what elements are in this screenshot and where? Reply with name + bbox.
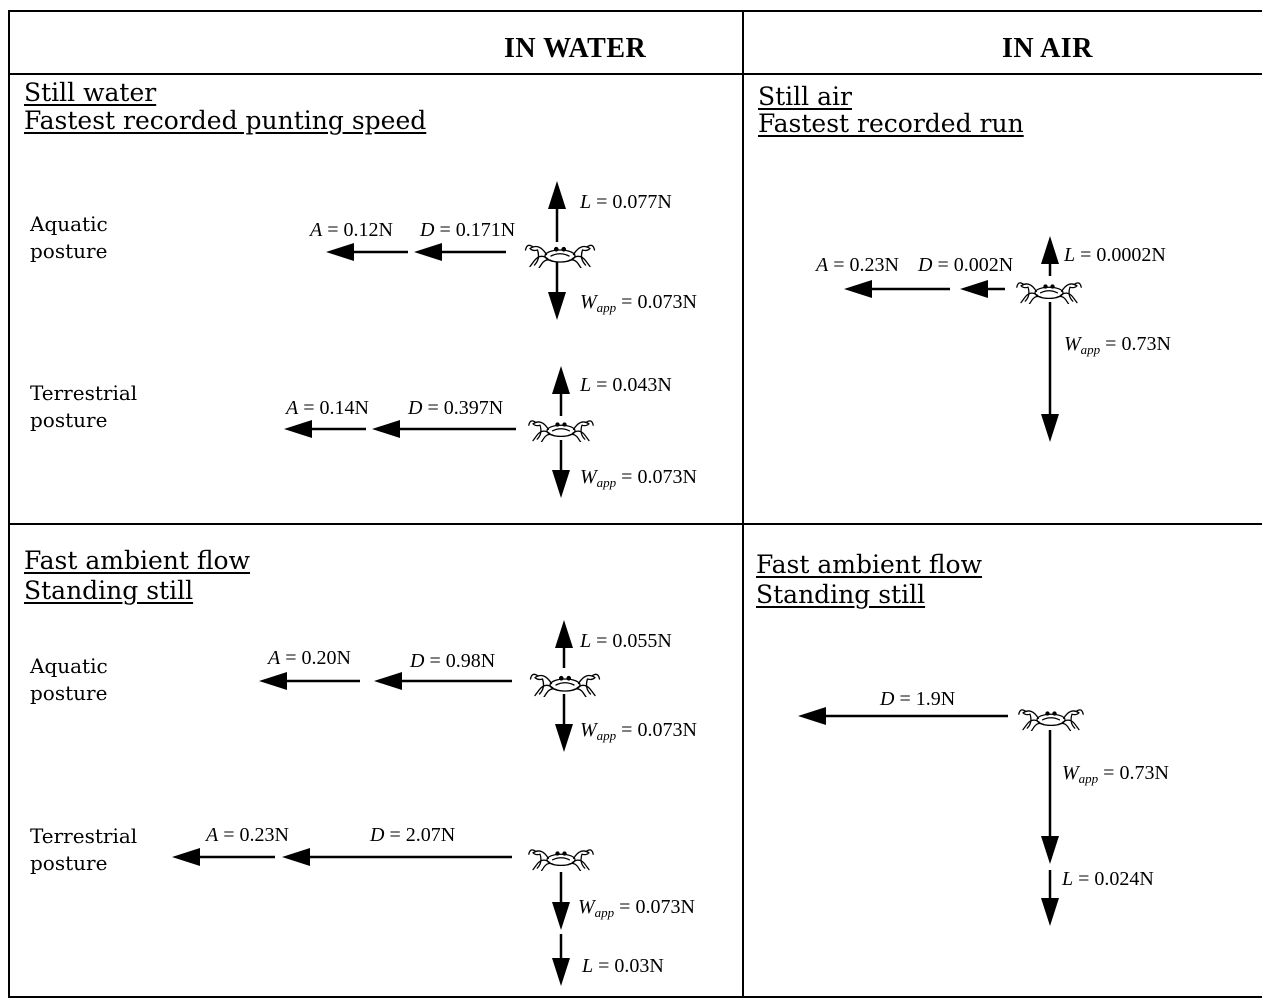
force-label-D: D = 0.171N [420, 219, 516, 241]
force-label-L: L = 0.024N [1062, 868, 1154, 890]
arrow-L [1041, 870, 1059, 926]
crab-icon [529, 673, 601, 697]
diagram-water-flow-aquatic [259, 620, 601, 752]
panel-subtitle-still-air: Fastest recorded run [758, 109, 1024, 138]
force-label-A: A = 0.20N [268, 647, 351, 669]
force-label-L: L = 0.055N [580, 630, 672, 652]
table-left-border [8, 10, 10, 998]
panel-title-air-flow: Fast ambient flow [756, 550, 983, 579]
arrow-D [414, 243, 506, 261]
panel-subtitle-air-flow: Standing still [756, 580, 926, 609]
diagram-water-flow-terrestrial [172, 848, 595, 986]
diagram-still-water-aquatic [326, 181, 596, 320]
arrow-L [1041, 236, 1059, 276]
table-bottom-border [8, 996, 1262, 998]
force-label-L: L = 0.0002N [1064, 244, 1166, 266]
force-label-L: L = 0.043N [580, 374, 672, 396]
arrow-A [844, 280, 950, 298]
diagram-still-air [844, 236, 1083, 442]
crab-icon [527, 419, 595, 442]
force-label-D: D = 2.07N [370, 824, 456, 846]
arrow-L [555, 620, 573, 668]
arrow-W [1041, 730, 1059, 864]
arrow-L [552, 934, 570, 986]
arrow-A [259, 672, 360, 690]
arrow-W [552, 440, 570, 498]
crab-icon [1015, 281, 1083, 304]
arrow-D [372, 420, 516, 438]
force-label-A: A = 0.14N [286, 397, 369, 419]
force-label-A: A = 0.23N [206, 824, 289, 846]
column-divider [742, 10, 744, 998]
arrow-A [172, 848, 275, 866]
arrow-A [326, 243, 408, 261]
table-top-border [8, 10, 1262, 12]
crab-icon [1017, 708, 1085, 731]
crab-icon [524, 244, 596, 268]
arrow-L [552, 366, 570, 416]
arrow-A [284, 420, 366, 438]
panel-subtitle-water-flow: Standing still [24, 576, 194, 605]
force-label-W: Wapp = 0.73N [1064, 333, 1171, 357]
force-label-W: Wapp = 0.073N [580, 291, 697, 315]
row-divider [8, 523, 1262, 525]
force-label-A: A = 0.23N [816, 254, 899, 276]
arrow-D [798, 707, 1008, 725]
force-label-A: A = 0.12N [310, 219, 393, 241]
header-divider [8, 73, 1262, 75]
force-label-D: D = 0.397N [408, 397, 504, 419]
arrow-D [282, 848, 512, 866]
arrow-D [374, 672, 512, 690]
force-label-D: D = 0.98N [410, 650, 496, 672]
panel-subtitle-still-water: Fastest recorded punting speed [24, 106, 427, 135]
arrow-W [548, 262, 566, 320]
panel-title-still-water: Still water [24, 78, 157, 107]
force-label-L: L = 0.03N [582, 955, 664, 977]
header-in-air: IN AIR [1002, 33, 1093, 64]
panel-title-water-flow: Fast ambient flow [24, 546, 251, 575]
arrow-W [555, 694, 573, 752]
force-label-W: Wapp = 0.073N [580, 466, 697, 490]
force-label-W: Wapp = 0.73N [1062, 762, 1169, 786]
arrow-D [960, 280, 1005, 298]
force-label-D: D = 1.9N [880, 688, 956, 710]
diagram-still-water-terrestrial [284, 366, 595, 498]
header-in-water: IN WATER [504, 33, 647, 64]
diagram-air-flow [798, 707, 1085, 926]
arrow-L [548, 181, 566, 242]
force-label-W: Wapp = 0.073N [578, 896, 695, 920]
force-label-D: D = 0.002N [918, 254, 1014, 276]
panel-title-still-air: Still air [758, 82, 852, 111]
arrow-W [552, 872, 570, 930]
crab-icon [527, 848, 595, 871]
arrow-W [1041, 302, 1059, 442]
force-label-L: L = 0.077N [580, 191, 672, 213]
force-label-W: Wapp = 0.073N [580, 719, 697, 743]
